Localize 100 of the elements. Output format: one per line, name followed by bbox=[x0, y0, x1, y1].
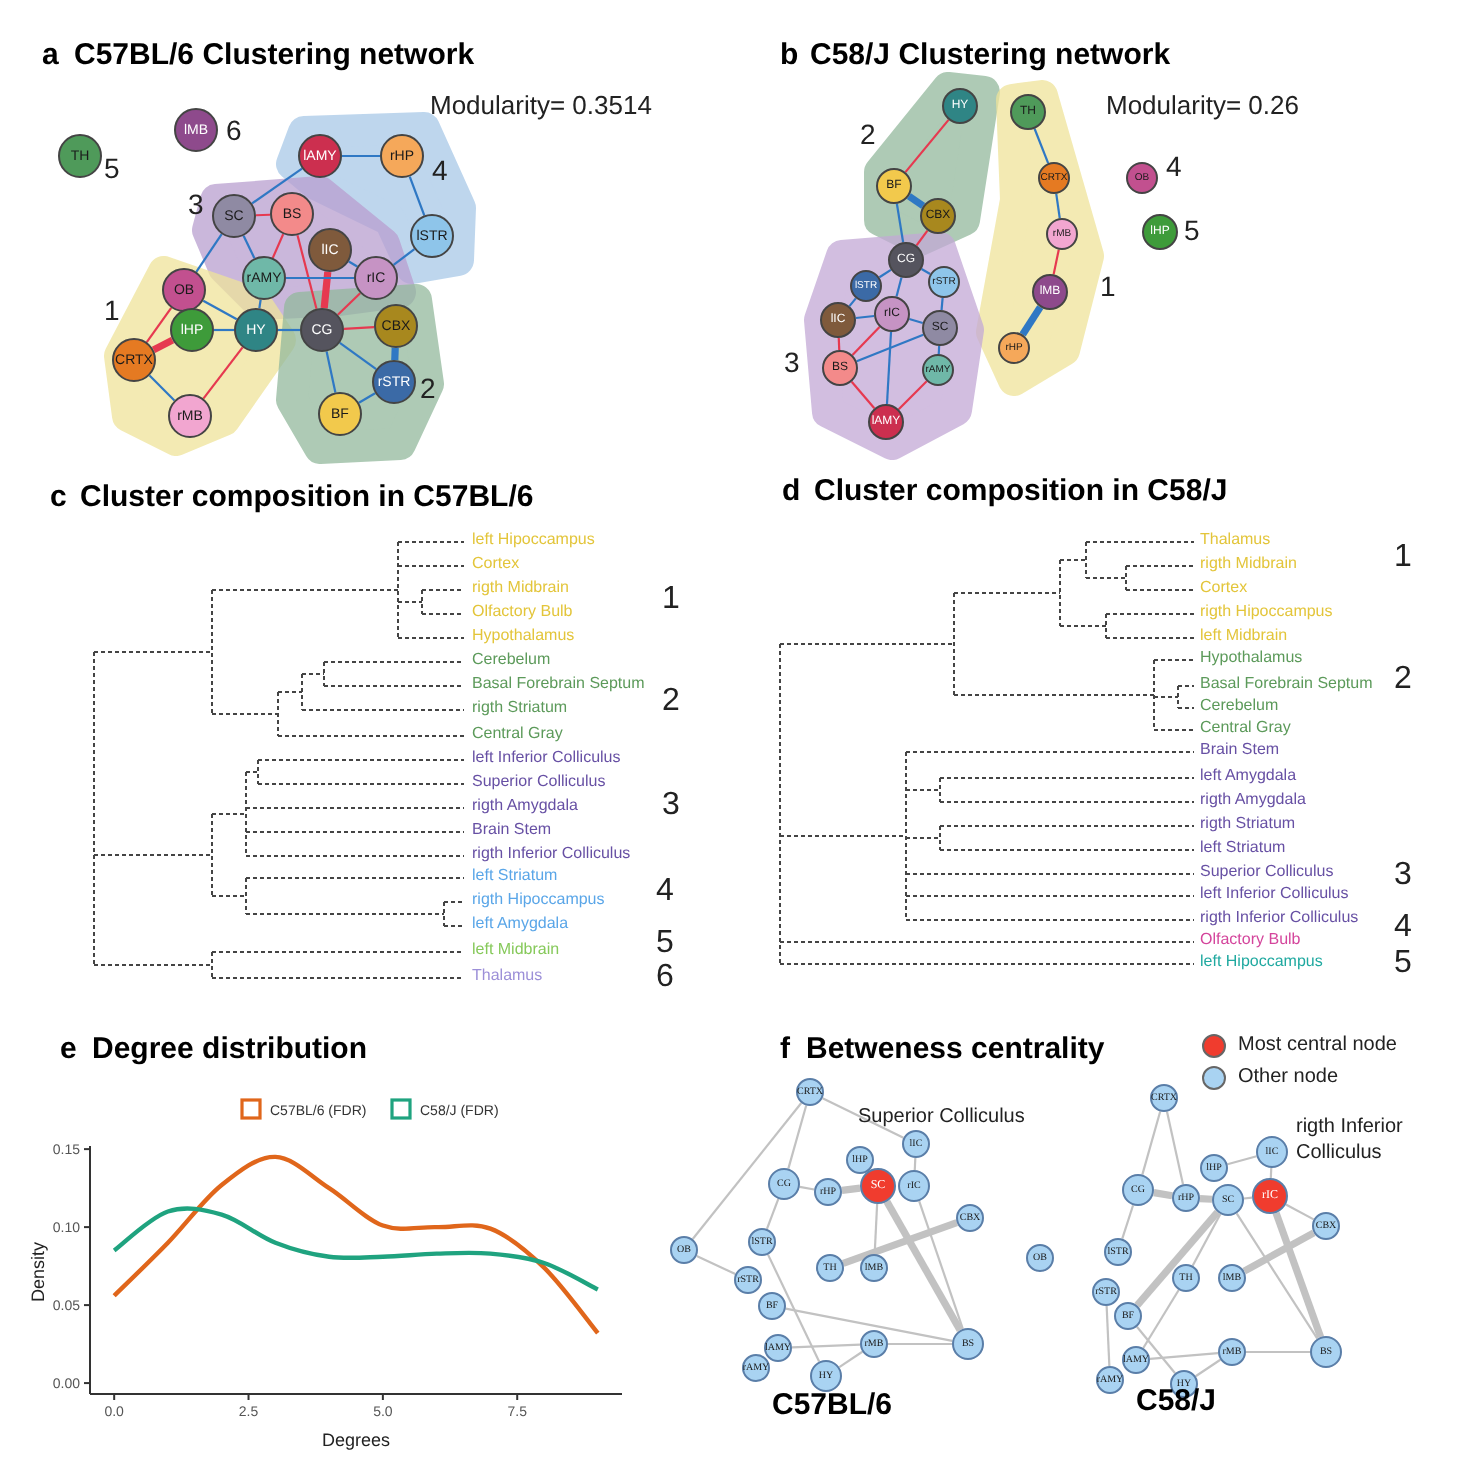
panel-letter: c bbox=[50, 482, 67, 512]
cluster-number: 3 bbox=[784, 348, 800, 376]
leaf-label: Superior Colliculus bbox=[472, 774, 606, 790]
leaf-label: rigth Hipoccampus bbox=[1200, 604, 1333, 620]
network-edge bbox=[1033, 128, 1050, 164]
network-edge bbox=[838, 1350, 863, 1369]
leaf-label: rigth Inferior Colliculus bbox=[1200, 910, 1359, 926]
network-edge bbox=[856, 333, 924, 363]
network-edge bbox=[255, 213, 271, 217]
panel-letter: a bbox=[42, 40, 59, 70]
node-annotation: rigth Inferior Colliculus bbox=[1296, 1116, 1405, 1166]
leaf-label: Central Gray bbox=[472, 726, 563, 742]
network-edge bbox=[339, 342, 377, 370]
network-edge bbox=[1195, 1358, 1221, 1378]
leaf-label: left Amygdala bbox=[472, 916, 569, 932]
cluster-hull bbox=[974, 78, 1106, 398]
leaf-label: Central Gray bbox=[1200, 720, 1291, 736]
cluster-number: 4 bbox=[1166, 152, 1182, 180]
network-edge bbox=[940, 297, 944, 311]
network-edge bbox=[1269, 1167, 1273, 1179]
cluster-number: 4 bbox=[432, 156, 448, 184]
leaf-label: rigth Hipoccampus bbox=[472, 892, 605, 908]
panel-title: C57BL/6 Clustering network bbox=[74, 40, 475, 70]
network-edge bbox=[918, 1200, 964, 1330]
leaf-label: left Inferior Colliculus bbox=[472, 750, 621, 766]
network-edge bbox=[214, 328, 234, 332]
cluster-number: 2 bbox=[420, 374, 436, 402]
cluster-number: 5 bbox=[656, 928, 674, 960]
network-edge bbox=[878, 268, 892, 279]
network-edge bbox=[1121, 1204, 1135, 1239]
network-edge bbox=[1134, 1209, 1221, 1308]
panel-title: Degree distribution bbox=[92, 1034, 368, 1064]
leaf-label: Brain Stem bbox=[1200, 742, 1280, 758]
cluster-number: 6 bbox=[226, 116, 242, 144]
panel-letter: e bbox=[60, 1034, 77, 1064]
axis-title: Degrees bbox=[321, 1430, 391, 1450]
network-edge bbox=[855, 314, 875, 320]
network-edge bbox=[696, 1254, 736, 1276]
network-edge bbox=[1149, 1352, 1219, 1360]
cluster-number: 3 bbox=[188, 190, 204, 218]
network-edge bbox=[1141, 1111, 1162, 1175]
panel-title: Cluster composition in C58/J bbox=[814, 476, 1228, 506]
legend-label: Most central node bbox=[1238, 1036, 1397, 1056]
network-edge bbox=[921, 268, 931, 275]
leaf-label: rigth Amygdala bbox=[1200, 792, 1306, 808]
network-edge bbox=[1052, 249, 1060, 275]
cluster-hull bbox=[802, 230, 986, 462]
leaf-label: left Striatum bbox=[1200, 840, 1286, 856]
leaf-label: left Hipoccampus bbox=[1200, 954, 1323, 970]
cluster-number: 5 bbox=[1394, 948, 1412, 980]
leaf-label: Basal Forebrain Septum bbox=[472, 676, 645, 692]
network-edge bbox=[837, 337, 841, 351]
leaf-label: Cerebelum bbox=[472, 652, 551, 668]
cluster-hull bbox=[274, 282, 446, 466]
network-edge bbox=[325, 351, 337, 393]
network-edge bbox=[148, 374, 176, 402]
network-edge bbox=[908, 318, 924, 324]
network-edge bbox=[799, 1185, 815, 1191]
axis-title: Density bbox=[28, 1242, 48, 1302]
cluster-number: 2 bbox=[860, 120, 876, 148]
network-edge bbox=[242, 235, 256, 259]
cluster-number: 6 bbox=[656, 962, 674, 994]
network-edge bbox=[286, 276, 354, 280]
network-edge bbox=[151, 336, 175, 354]
network-edge bbox=[765, 1198, 780, 1230]
network-edge bbox=[1227, 1155, 1257, 1166]
leaf-label: Olfactory Bulb bbox=[1200, 932, 1301, 948]
network-edge bbox=[1235, 1212, 1319, 1340]
network-edge bbox=[873, 1203, 879, 1255]
leaf-label: left Midbrain bbox=[472, 942, 560, 958]
network-edge bbox=[202, 346, 244, 400]
leaf-label: Olfactory Bulb bbox=[472, 604, 573, 620]
cluster-number: 4 bbox=[1394, 912, 1412, 944]
cluster-number: 2 bbox=[1394, 664, 1412, 696]
leaf-label: rigth Inferior Colliculus bbox=[472, 846, 631, 862]
network-edge bbox=[691, 1102, 803, 1240]
leaf-label: left Amygdala bbox=[1200, 768, 1297, 784]
network-edge bbox=[937, 345, 941, 355]
cluster-number: 5 bbox=[104, 154, 120, 182]
network-edge bbox=[787, 1105, 808, 1169]
leaf-label: Superior Colliculus bbox=[1200, 864, 1334, 880]
network-edge bbox=[1191, 1213, 1222, 1267]
network-edge bbox=[1165, 1111, 1185, 1185]
leaf-label: rigth Striatum bbox=[472, 700, 568, 716]
network-edge bbox=[822, 1097, 904, 1139]
panel-letter: b bbox=[780, 40, 799, 70]
leaf-label: Cortex bbox=[1200, 580, 1248, 596]
leaf-label: left Inferior Colliculus bbox=[1200, 886, 1349, 902]
network-edge bbox=[145, 307, 173, 343]
cluster-number: 4 bbox=[656, 876, 674, 908]
network-edge bbox=[904, 119, 950, 173]
leaf-label: rigth Midbrain bbox=[472, 580, 569, 596]
leaf-label: left Striatum bbox=[472, 868, 558, 884]
network-edge bbox=[906, 193, 926, 209]
node-annotation: Superior Colliculus bbox=[858, 1106, 1025, 1131]
leaf-label: Basal Forebrain Septum bbox=[1200, 676, 1373, 692]
panel-title: C58/J Clustering network bbox=[810, 40, 1171, 70]
cluster-number: 5 bbox=[1184, 216, 1200, 244]
leaf-label: left Hipoccampus bbox=[472, 532, 595, 548]
network-edge bbox=[342, 154, 380, 158]
